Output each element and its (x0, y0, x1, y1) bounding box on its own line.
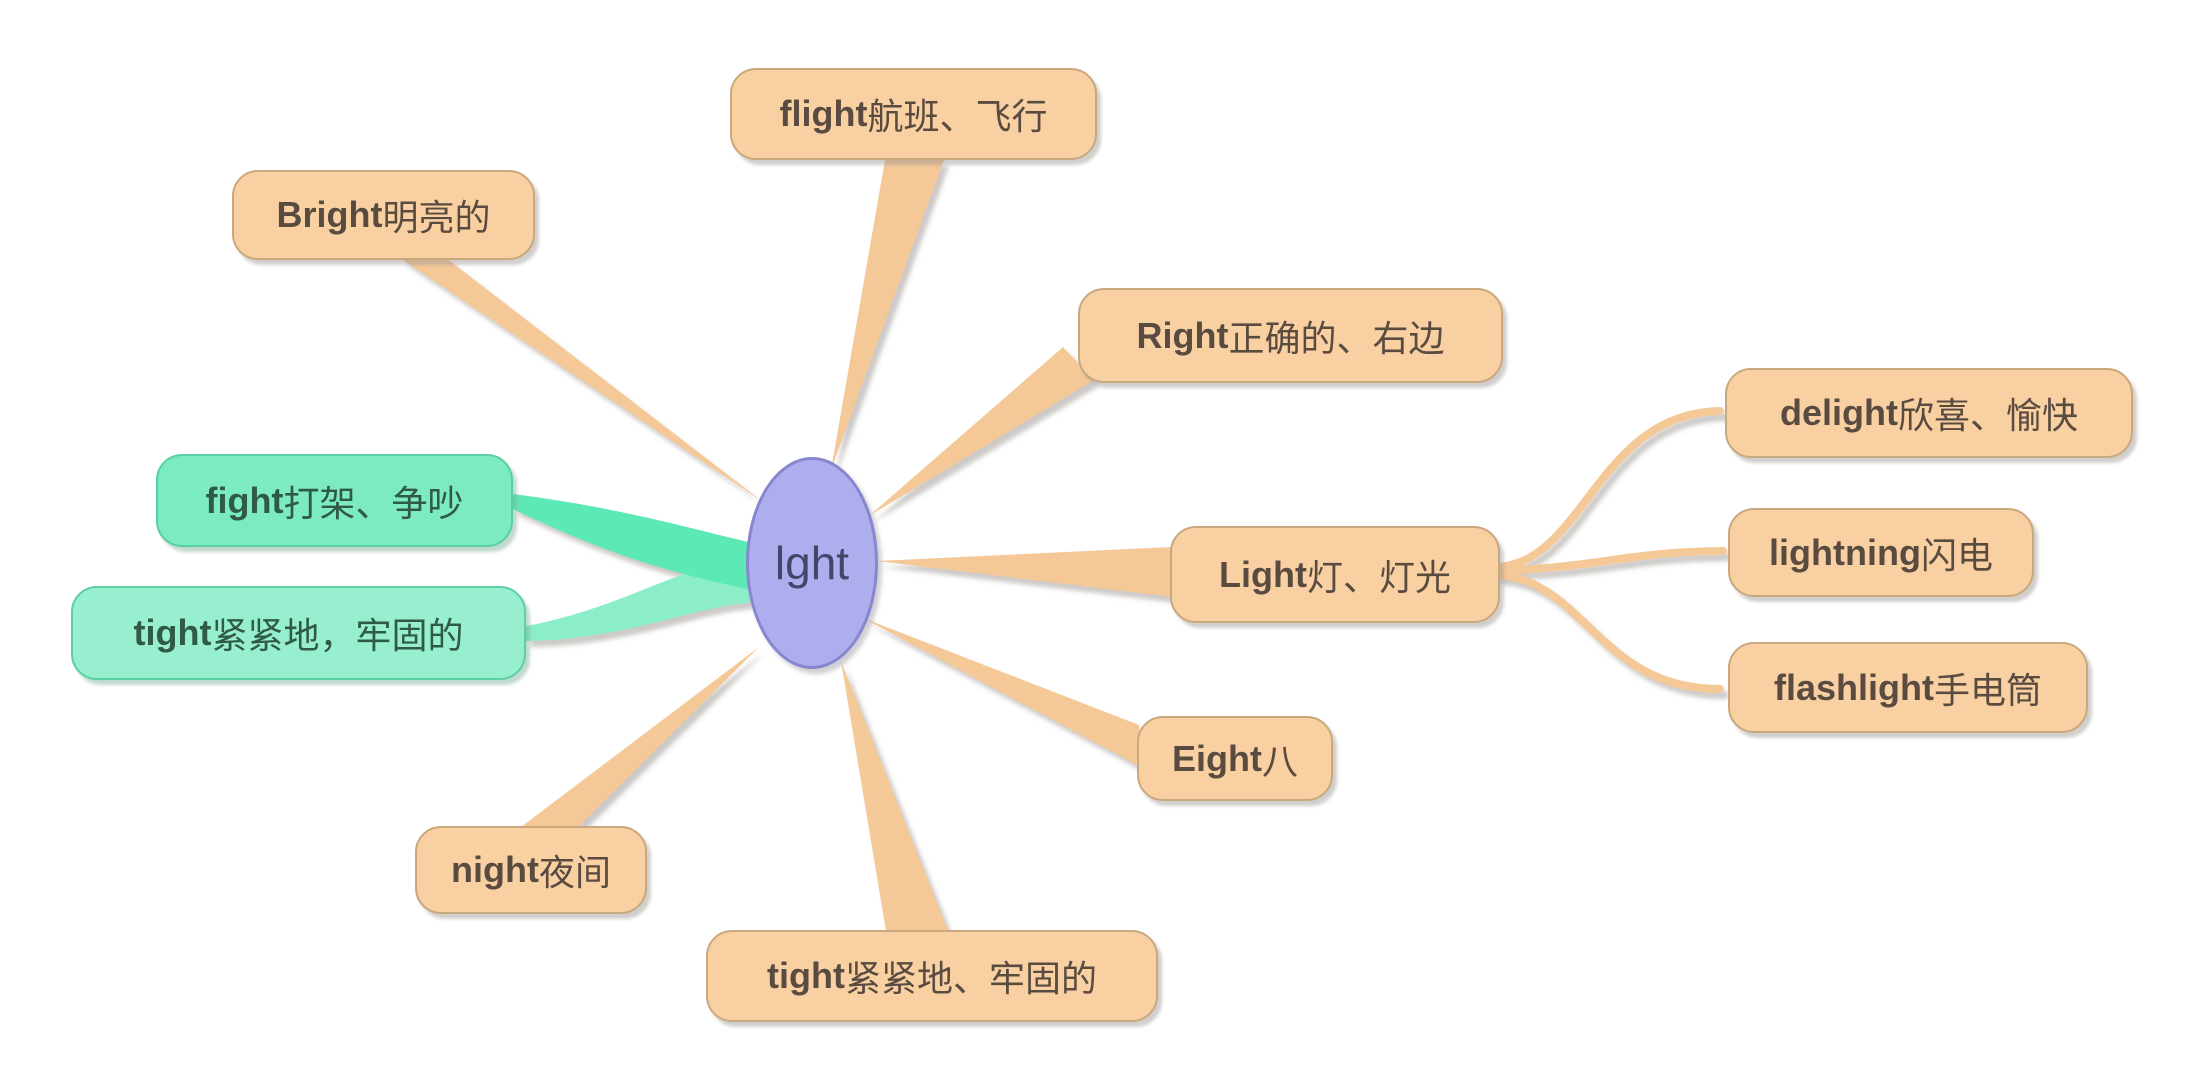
node-flight-en: flight (779, 93, 868, 134)
edge-root-light (877, 547, 1172, 597)
node-lightning-zh: 闪电 (1920, 534, 1993, 576)
node-delight-zh: 欣喜、愉快 (1897, 395, 2078, 436)
edge-light-delight (1495, 407, 1724, 571)
node-root-label: lght (774, 537, 850, 589)
node-light-zh: 灯、灯光 (1306, 556, 1451, 598)
node-tight-green-en: tight (133, 612, 212, 653)
node-tight-orange-zh: 紧紧地、牢固的 (844, 958, 1097, 999)
node-eight-zh: 八 (1261, 740, 1298, 782)
node-night-en: night (451, 849, 539, 890)
node-fight-zh: 打架、争吵 (283, 482, 464, 524)
edge-root-flight (831, 160, 944, 470)
node-light-en: Light (1219, 553, 1307, 595)
node-fight-en: fight (205, 479, 284, 521)
node-flashlight-zh: 手电筒 (1933, 669, 2042, 711)
node-tight-green-zh: 紧紧地，牢固的 (211, 615, 464, 656)
edge-light-lightning (1495, 547, 1727, 575)
edge-root-fight (513, 494, 748, 589)
node-lightning-en: lightning (1769, 531, 1921, 573)
edge-root-tight-green (526, 558, 749, 641)
node-delight-en: delight (1780, 392, 1898, 433)
edge-root-bright (400, 258, 763, 502)
edge-root-right (869, 347, 1094, 516)
node-root[interactable]: lght (746, 457, 878, 669)
node-right-zh: 正确的、右边 (1228, 317, 1445, 359)
edge-root-night (521, 647, 759, 827)
node-bright-en: Bright (276, 194, 383, 235)
node-eight-en: Eight (1172, 737, 1262, 779)
edge-light-flashlight (1495, 571, 1724, 693)
node-tight-orange-en: tight (767, 955, 845, 996)
node-night-zh: 夜间 (538, 852, 611, 893)
node-flight-zh: 航班、飞行 (867, 96, 1048, 137)
node-flashlight-en: flashlight (1773, 666, 1934, 708)
node-bright-zh: 明亮的 (382, 197, 491, 238)
edge-root-tight-bottom (841, 661, 948, 931)
node-right-en: Right (1136, 314, 1229, 356)
edge-root-eight (863, 618, 1139, 766)
